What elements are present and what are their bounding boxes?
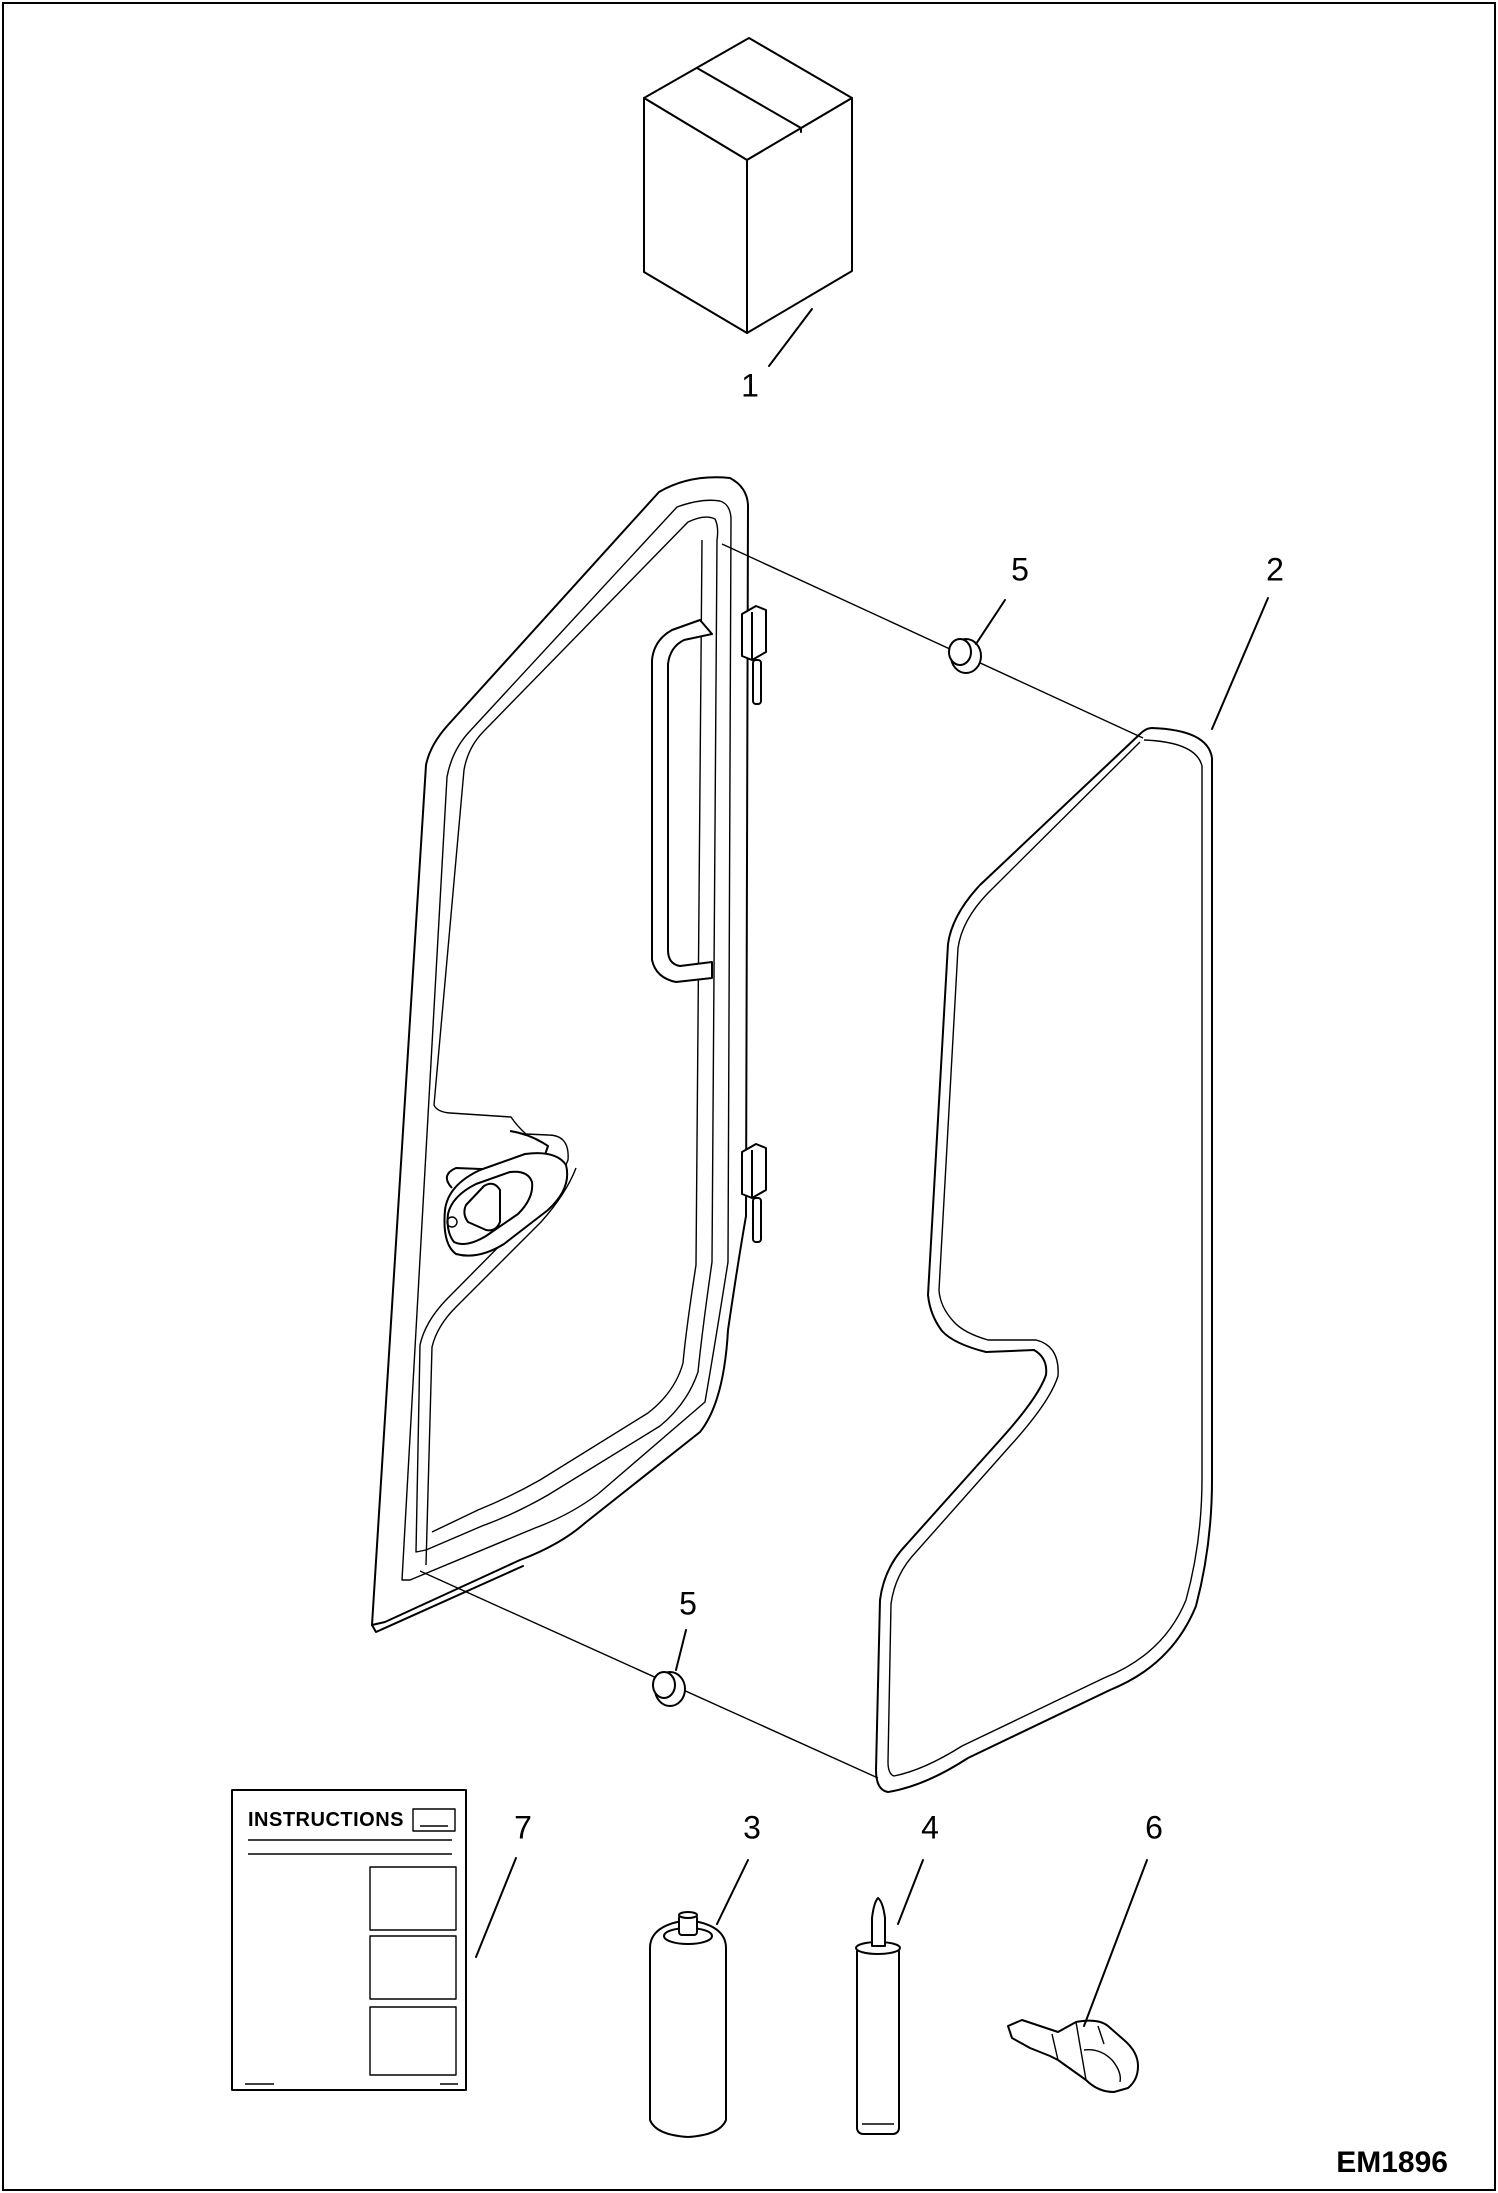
callout-4: 4 xyxy=(921,1809,939,1845)
hinge-upper xyxy=(741,605,767,705)
assembly-line-lower xyxy=(419,1570,879,1779)
callout-3: 3 xyxy=(743,1809,761,1845)
callout-7: 7 xyxy=(514,1809,532,1845)
leader-line-3 xyxy=(716,1859,749,1925)
leader-line-7 xyxy=(475,1857,517,1958)
glass-panel xyxy=(875,727,1213,1793)
rubber-bumper-upper xyxy=(948,638,982,674)
leader-line-6 xyxy=(1083,1859,1148,2027)
kit-box xyxy=(643,37,853,334)
callout-2: 2 xyxy=(1266,551,1284,587)
leader-line-1 xyxy=(768,308,813,367)
trim-clip xyxy=(1007,2019,1139,2093)
instructions-sheet: INSTRUCTIONS xyxy=(231,1789,467,2091)
leader-line-5-upper xyxy=(975,599,1006,645)
leader-line-5-lower xyxy=(675,1629,687,1671)
callout-5-lower: 5 xyxy=(679,1585,697,1621)
sealant-cartridge xyxy=(855,1897,901,2135)
figure-id: EM1896 xyxy=(1336,2146,1448,2179)
instructions-title: INSTRUCTIONS xyxy=(248,1809,404,1831)
rubber-bumper-lower xyxy=(652,1671,686,1707)
adhesive-bottle xyxy=(649,1911,727,2138)
leader-line-4 xyxy=(897,1859,924,1925)
assembly-line-upper xyxy=(721,543,1144,739)
callout-5-upper: 5 xyxy=(1011,551,1029,587)
hinge-lower xyxy=(741,1143,767,1243)
callout-6: 6 xyxy=(1145,1809,1163,1845)
door-frame xyxy=(371,476,767,1633)
leader-line-2 xyxy=(1211,597,1269,730)
callout-1: 1 xyxy=(741,367,759,403)
